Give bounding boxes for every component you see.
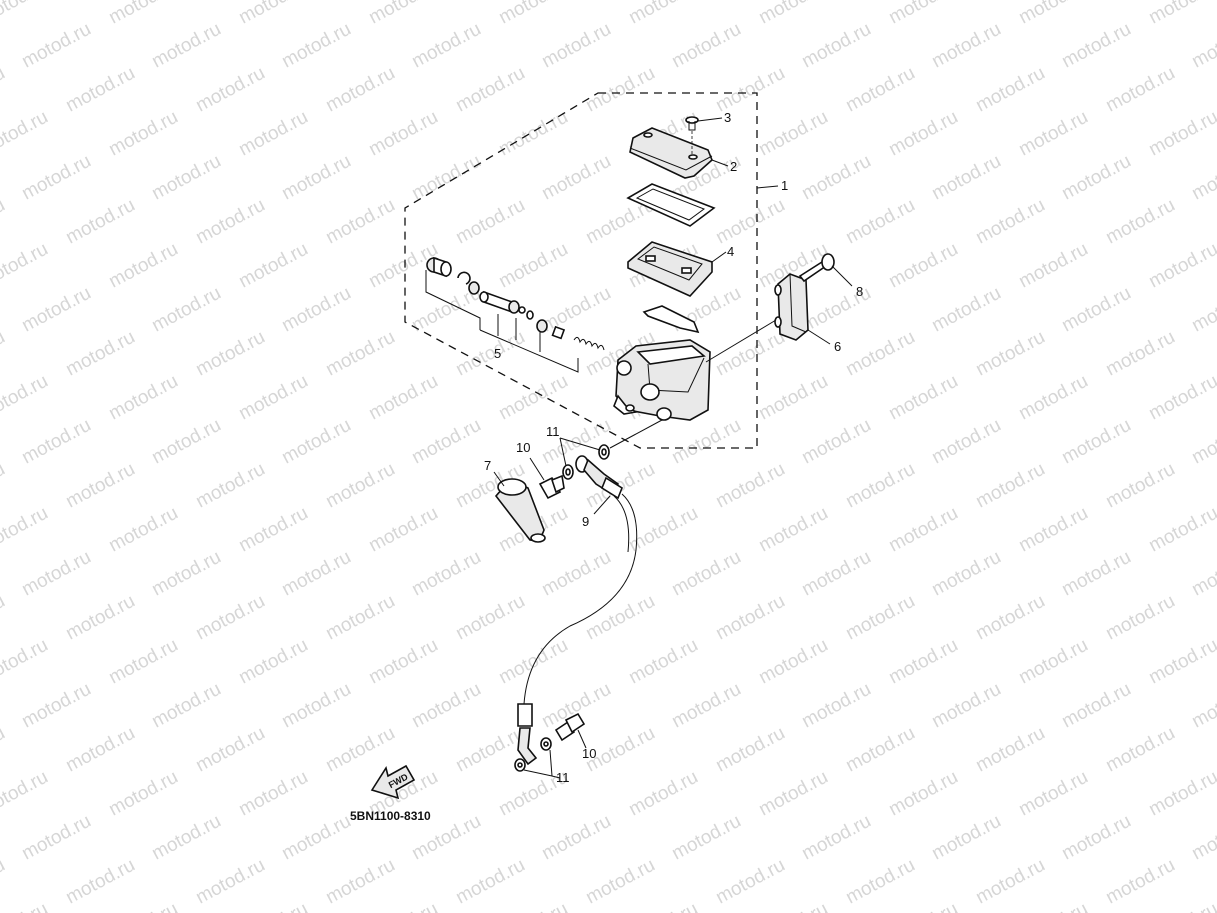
diaphragm-plate[interactable] [626, 183, 716, 227]
forward-arrow: FWD [370, 764, 416, 800]
boot-cover[interactable] [494, 478, 546, 543]
protector-plate[interactable] [642, 305, 700, 334]
diagram-code: 5BN1100-8310 [350, 809, 431, 823]
washer-lower-b[interactable] [540, 737, 552, 751]
washer-upper-a[interactable] [562, 464, 574, 480]
callout-10-upper: 10 [516, 440, 530, 455]
assembly-boundary [404, 92, 758, 449]
reservoir-cap[interactable] [629, 127, 713, 179]
union-bolt-lower[interactable] [554, 712, 586, 742]
callout-8: 8 [856, 284, 863, 299]
callout-10-lower: 10 [582, 746, 596, 761]
washer-upper-b[interactable] [598, 444, 610, 460]
callout-6: 6 [834, 339, 841, 354]
diaphragm[interactable] [627, 241, 713, 297]
cap-screw[interactable] [685, 116, 699, 156]
callout-4: 4 [727, 244, 734, 259]
callout-7: 7 [484, 458, 491, 473]
callout-1: 1 [781, 178, 788, 193]
piston-kit[interactable] [426, 256, 605, 351]
union-bolt-upper[interactable] [538, 474, 565, 500]
callout-11-lower: 11 [556, 770, 570, 785]
clamp-bolt[interactable] [798, 253, 835, 283]
callout-2: 2 [730, 159, 737, 174]
callout-11-upper: 11 [546, 424, 560, 439]
brake-hose[interactable] [517, 455, 638, 766]
callout-3: 3 [724, 110, 731, 125]
callout-9: 9 [582, 514, 589, 529]
master-cylinder-body[interactable] [613, 339, 711, 421]
washer-lower-a[interactable] [514, 758, 526, 772]
callout-5: 5 [494, 346, 501, 361]
